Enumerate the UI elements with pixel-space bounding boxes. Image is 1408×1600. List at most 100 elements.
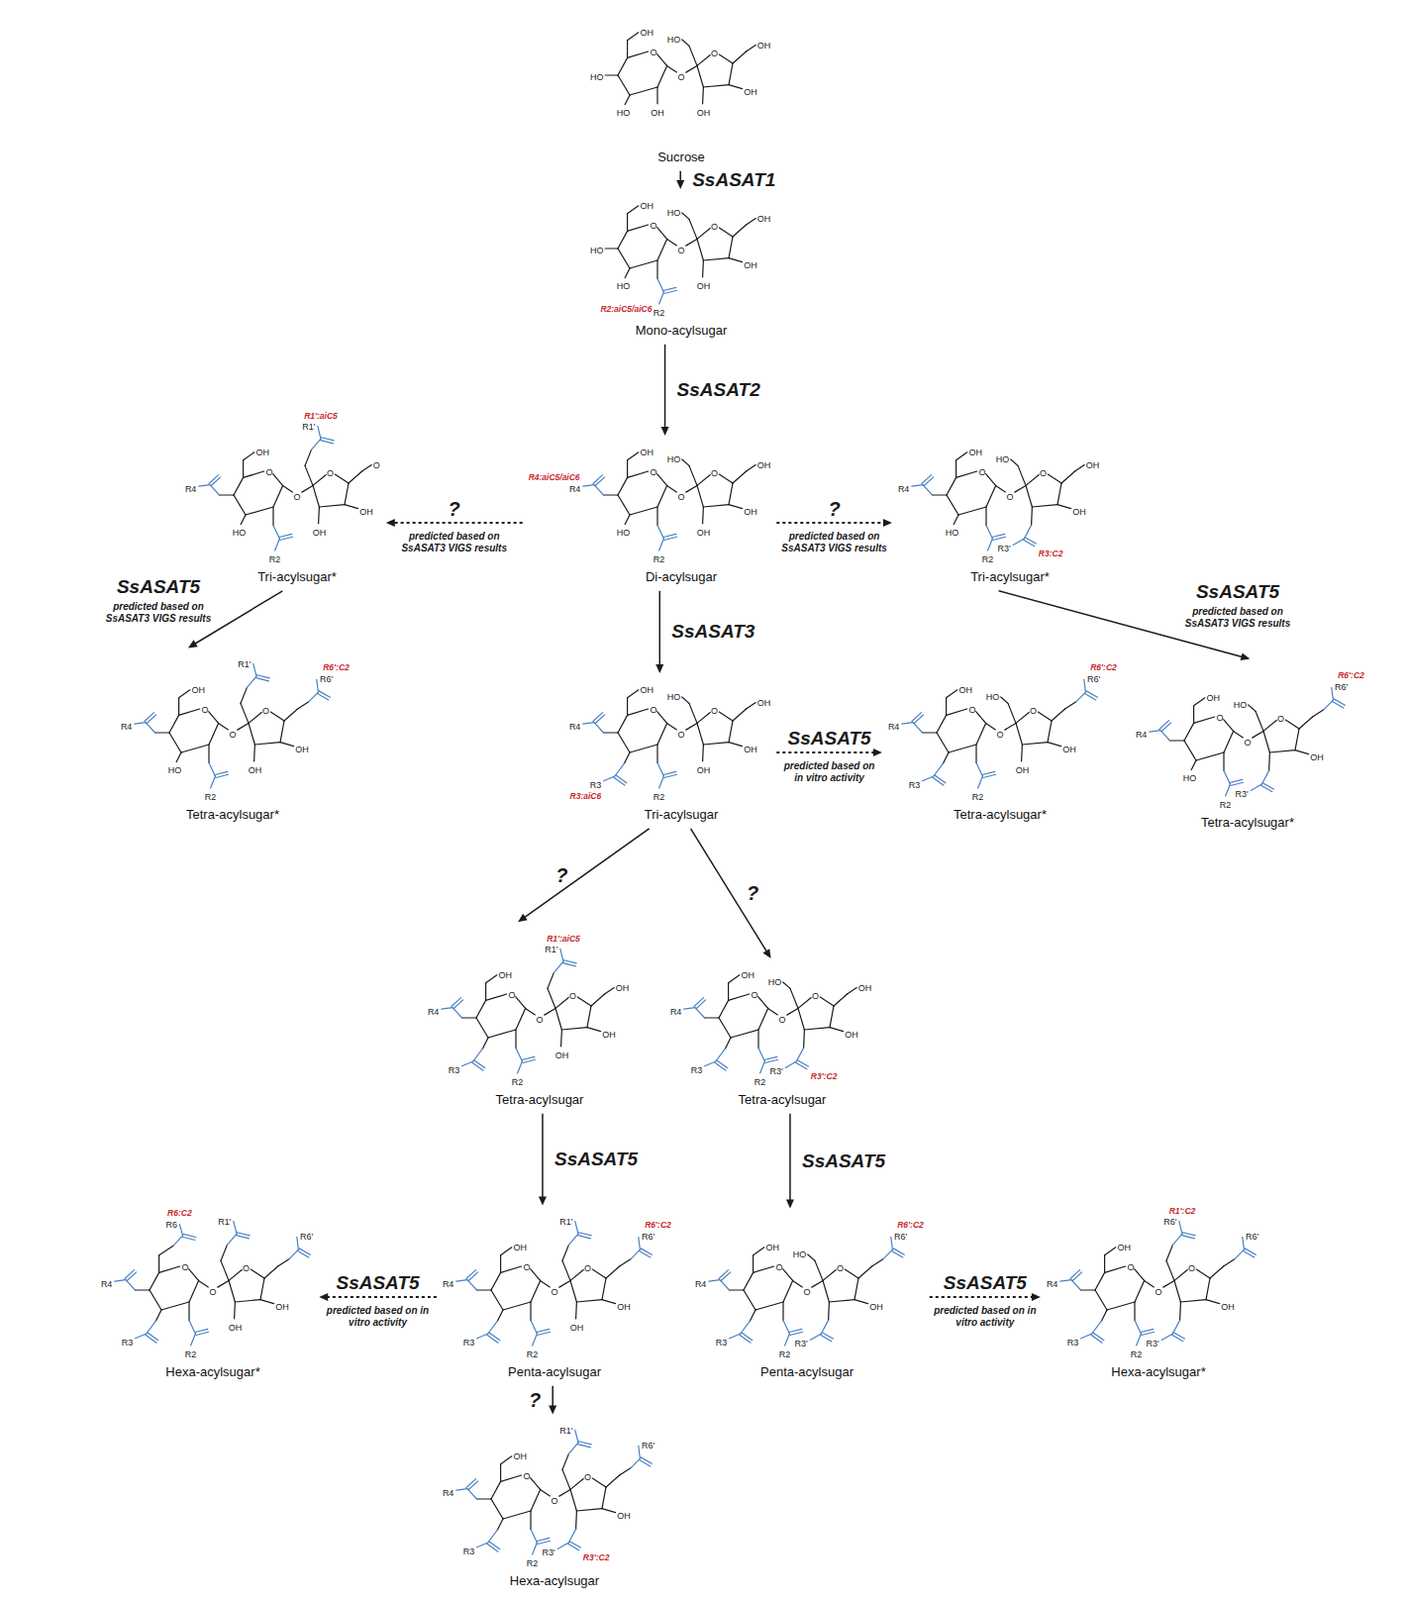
- molecule-drawing: [578, 657, 580, 659]
- atom-label: HO: [232, 529, 247, 540]
- atom-label-holder: OH: [757, 34, 772, 53]
- acyl-annotation: R4:aiC5/aiC6: [528, 474, 581, 484]
- molecule-skeleton: [902, 680, 1099, 790]
- reaction-arrow: [786, 1113, 795, 1209]
- r-group-label-holder: R4: [670, 1001, 683, 1019]
- oxygen-label-holder: O: [649, 461, 657, 480]
- r-group-label-holder: R2: [204, 786, 217, 805]
- compound-name-holder: Tri-acylsugar*: [257, 567, 337, 586]
- atom-label: OH: [639, 201, 654, 212]
- molecule-drawing: [109, 1214, 111, 1216]
- r-group-label-holder: R3': [542, 1542, 556, 1561]
- compound-name: Di-acylsugar: [645, 570, 717, 585]
- compound-name: Tetra-acylsugar: [496, 1093, 585, 1107]
- arrow-line: [524, 828, 650, 918]
- oxygen-label-holder: O: [775, 1256, 783, 1275]
- atom-label: OH: [616, 1303, 631, 1313]
- prediction-note: predicted based on in vitro activity: [933, 1305, 1037, 1328]
- atom-label-holder: OH: [697, 275, 711, 294]
- r-group-label: R3: [908, 781, 921, 792]
- r-group-label-holder: R3: [121, 1331, 134, 1350]
- arrow-line: [659, 591, 662, 666]
- molecule-skeleton: [604, 32, 756, 105]
- oxygen-label: O: [507, 991, 515, 1002]
- oxygen-label: O: [710, 707, 718, 718]
- atom-label-holder: OH: [968, 441, 983, 460]
- prediction-note-holder: predicted based on in vitro activity: [322, 1305, 433, 1329]
- r-group-label: R2: [511, 1078, 524, 1089]
- atom-label: OH: [295, 745, 309, 756]
- oxygen-label-holder: O: [677, 724, 685, 743]
- arrowhead: [883, 518, 893, 527]
- compound-structure: OHR4HOR2R1'R6'OHOHOOOR6':C2Tetra-acylsug…: [117, 650, 353, 825]
- atom-label-holder: OH: [555, 1044, 570, 1063]
- arrow-line: [326, 1296, 437, 1299]
- atom-label-holder: OH: [191, 679, 205, 698]
- atom-label-holder: OH: [248, 759, 263, 778]
- oxygen-label: O: [710, 470, 718, 481]
- r-group-label-holder: R4: [898, 478, 910, 497]
- atom-label: OH: [650, 108, 665, 119]
- r-group-label: R6': [641, 1441, 655, 1452]
- r-group-label: R6': [1245, 1232, 1259, 1243]
- enzyme-label: SsASAT5: [116, 577, 201, 599]
- atom-label: O: [373, 461, 381, 472]
- reaction-arrow: [929, 1293, 1041, 1302]
- r-group-label-holder: R4: [1135, 723, 1148, 742]
- molecule-skeleton: [199, 426, 372, 552]
- compound-name: Hexa-acylsugar*: [1110, 1365, 1206, 1380]
- r-group-label-holder: R2: [653, 548, 666, 567]
- enzyme-label: SsASAT5: [788, 728, 872, 750]
- oxygen-label: O: [778, 1016, 786, 1027]
- molecule-skeleton: [1060, 1221, 1257, 1347]
- oxygen-label-holder: O: [1243, 732, 1251, 751]
- r-group-label: R1': [559, 1426, 573, 1437]
- acyl-annotation-holder: R6':C2: [897, 1214, 924, 1233]
- unknown-step-mark: ?: [555, 864, 568, 887]
- atom-label-holder: OH: [616, 1505, 631, 1523]
- molecule-drawing: [436, 942, 438, 944]
- oxygen-label: O: [208, 1289, 216, 1300]
- r-group-label: R4: [888, 722, 901, 733]
- compound-structure: OHHOHOOHHOOHOHOHOOOSucrose: [587, 18, 774, 169]
- acyl-annotation-holder: R3':C2: [583, 1546, 610, 1565]
- r-group-label: R6': [641, 1232, 655, 1243]
- atom-label-holder: OH: [958, 679, 973, 698]
- compound-name: Tetra-acylsugar: [738, 1093, 827, 1107]
- arrow-line: [789, 1113, 792, 1202]
- atom-label: HO: [667, 208, 682, 219]
- arrow-line: [776, 751, 875, 754]
- molecule-skeleton: [456, 1430, 653, 1556]
- arrowhead: [517, 913, 528, 922]
- oxygen-label-holder: O: [535, 1009, 543, 1028]
- r-group-label: R4: [569, 722, 582, 733]
- oxygen-label-holder: O: [1029, 701, 1037, 719]
- r-group-label: R4: [120, 722, 133, 733]
- unknown-step-mark-holder: ?: [827, 498, 840, 520]
- oxygen-label-holder: O: [326, 463, 334, 482]
- oxygen-label-holder: O: [228, 724, 236, 743]
- compound-name-holder: Tetra-acylsugar*: [953, 804, 1047, 823]
- r-group-label-holder: R3: [590, 774, 603, 793]
- oxygen-label-holder: O: [293, 487, 301, 505]
- r-group-label: R2: [982, 555, 995, 566]
- atom-label-holder: OH: [858, 977, 873, 996]
- atom-label-holder: OH: [743, 254, 758, 273]
- atom-label: HO: [1233, 701, 1248, 711]
- r-group-label: R2: [204, 793, 217, 804]
- molecule-skeleton: [441, 949, 614, 1075]
- atom-label: OH: [512, 1243, 527, 1254]
- arrowhead: [762, 948, 771, 959]
- oxygen-label: O: [569, 993, 577, 1004]
- oxygen-label: O: [550, 1498, 558, 1509]
- atom-label-holder: OH: [639, 679, 654, 698]
- compound-name: Sucrose: [657, 150, 705, 165]
- r-group-label-holder: R4: [695, 1273, 707, 1292]
- compound-name: Tetra-acylsugar*: [953, 807, 1047, 822]
- oxygen-label: O: [803, 1289, 810, 1300]
- r-group-label: R3: [691, 1066, 704, 1077]
- acyl-annotation-holder: R2:aiC5/aiC6: [600, 298, 652, 316]
- enzyme-label-holder: SsASAT5: [116, 577, 201, 599]
- r-group-label-holder: R2: [526, 1343, 539, 1362]
- r-group-label-holder: R3: [908, 774, 921, 793]
